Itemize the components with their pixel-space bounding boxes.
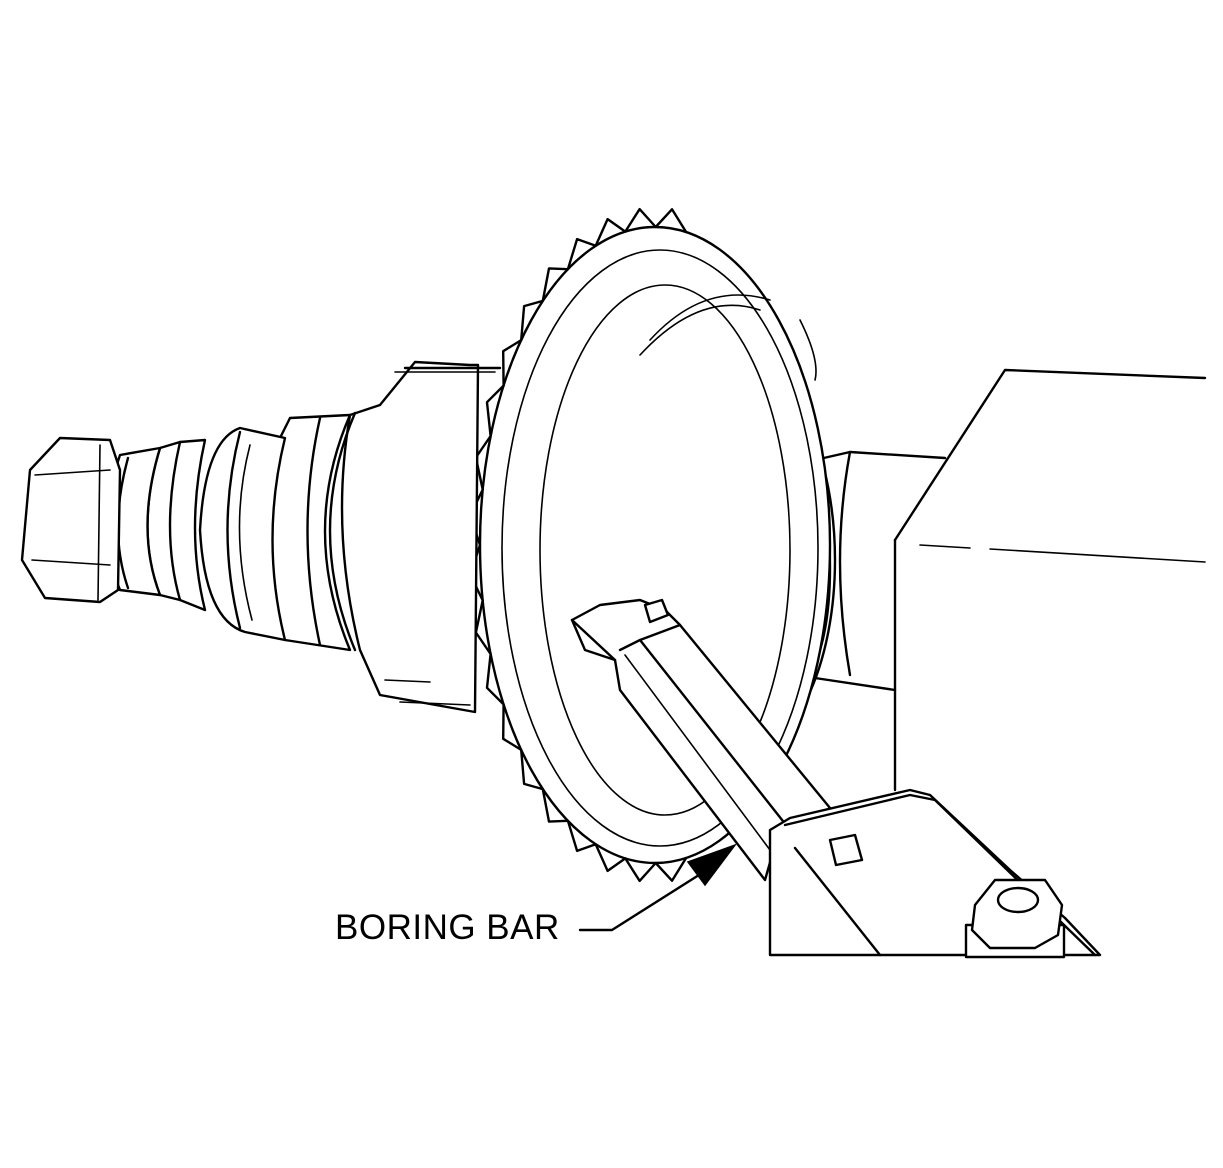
hex-nut (20, 436, 122, 604)
boring-bar-label: BORING BAR (335, 908, 560, 947)
tone-ring-teeth (469, 207, 688, 883)
callout-leader (578, 843, 738, 932)
machine-housing (893, 368, 1207, 792)
bolt-head (964, 878, 1066, 959)
axle-stub (106, 360, 502, 714)
